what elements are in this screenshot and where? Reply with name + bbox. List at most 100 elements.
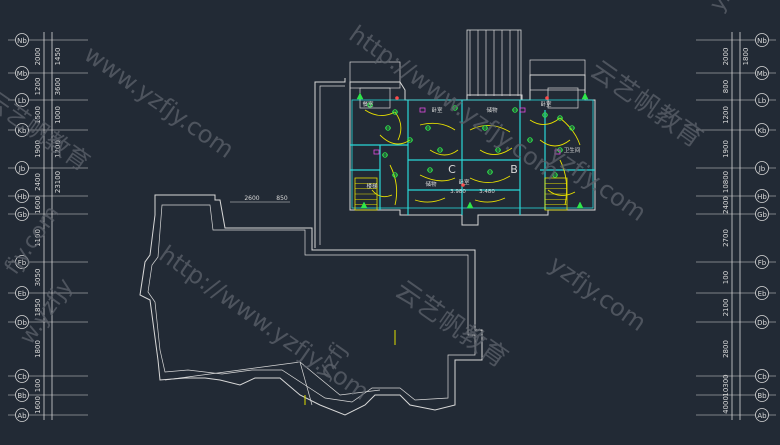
dimension-label: 2000: [722, 48, 730, 66]
wiring-curve: [559, 159, 568, 206]
wiring-curve: [547, 189, 576, 196]
power-outlet: [581, 92, 589, 100]
axis-bubble: [15, 66, 29, 80]
switch-marker: [419, 107, 426, 113]
dimension-label: 1200: [722, 106, 730, 124]
axis-bubble: [15, 33, 29, 47]
axis-bubble: [15, 93, 29, 107]
axis-bubble: [15, 255, 29, 269]
room-label: 卧室: [431, 106, 443, 114]
upper-frame-inner: [319, 85, 345, 245]
dimension-label: 4000: [722, 396, 730, 414]
dimension-label: 100: [34, 379, 42, 392]
dimension-label: 1100: [34, 229, 42, 247]
axis-label: Ab: [757, 412, 767, 420]
room-label: 卧室: [458, 178, 470, 186]
wiring-curve: [479, 147, 513, 155]
room-label: 卫生间: [564, 146, 581, 154]
axis-bubble: [755, 286, 769, 300]
dimension-label: 1200: [54, 140, 62, 158]
unit-letter: B: [510, 163, 518, 176]
wiring-curve: [371, 189, 393, 198]
axis-label: Cb: [17, 373, 27, 381]
axis-label: Eb: [18, 290, 27, 298]
axis-label: Hb: [17, 193, 27, 201]
right-axis-ruler: NbMbLbKbJbHbGbFbEbDbCbBbAb20008001200190…: [696, 32, 776, 422]
dimension-label: 1500: [34, 106, 42, 124]
axis-label: Nb: [757, 37, 767, 45]
room-label: 储物: [486, 106, 498, 114]
axis-bubble: [755, 369, 769, 383]
axis-label: Eb: [758, 290, 767, 298]
dimension-label: 2700: [722, 229, 730, 247]
axis-bubble: [755, 388, 769, 402]
axis-label: Db: [757, 319, 767, 327]
roof-bay: [529, 59, 586, 91]
axis-label: Fb: [18, 259, 27, 267]
axis-bubble: [15, 207, 29, 221]
dimension-label: 1850: [34, 299, 42, 317]
lower-floor-inner-outline: [147, 204, 476, 403]
axis-label: Lb: [758, 97, 767, 105]
axis-label: Jb: [18, 165, 26, 173]
wiring-curve: [389, 164, 398, 206]
dimension-label: 2000: [34, 48, 42, 66]
dimension-label: 800: [722, 80, 730, 93]
dimension-label: 1600: [34, 196, 42, 214]
dimension-label: 100: [722, 271, 730, 284]
panel-marker: [395, 96, 399, 100]
dimension-label: 1800: [742, 48, 750, 66]
axis-bubble: [15, 408, 29, 422]
dimension-label: 3600: [54, 78, 62, 96]
dimension-label: 10800: [722, 171, 730, 193]
axis-bubble: [15, 189, 29, 203]
plan-dim-label: 850: [276, 195, 288, 202]
axis-bubble: [755, 93, 769, 107]
axis-bubble: [15, 161, 29, 175]
dimension-label: 3050: [34, 269, 42, 287]
axis-label: Fb: [758, 259, 767, 267]
room-label: 餐室: [362, 100, 374, 108]
dimension-label: 1000: [54, 106, 62, 124]
room-label: 楼梯: [366, 182, 378, 190]
axis-bubble: [755, 255, 769, 269]
axis-label: Nb: [17, 37, 27, 45]
axis-label: Mb: [17, 70, 28, 78]
wiring-curve: [469, 125, 511, 133]
axis-label: Kb: [757, 127, 767, 135]
dimension-label: 1450: [54, 48, 62, 66]
dimension-label: 1600: [34, 396, 42, 414]
axis-label: Jb: [758, 165, 766, 173]
dimension-label: 2800: [722, 340, 730, 358]
axis-bubble: [15, 369, 29, 383]
wiring-curve: [414, 197, 446, 203]
axis-bubble: [755, 207, 769, 221]
axis-label: Kb: [17, 127, 27, 135]
dimension-label: 23100: [54, 171, 62, 193]
axis-label: Bb: [757, 392, 767, 400]
axis-bubble: [15, 315, 29, 329]
switch-marker: [519, 107, 526, 113]
axis-label: Hb: [757, 193, 767, 201]
axis-label: Mb: [757, 70, 768, 78]
switch-marker: [373, 149, 380, 155]
unit-letter: C: [448, 163, 456, 176]
axis-bubble: [755, 66, 769, 80]
dimension-label: 2400: [34, 173, 42, 191]
wiring-curve: [429, 149, 459, 156]
power-outlet: [356, 92, 364, 100]
dimension-label: 2400: [722, 196, 730, 214]
power-outlet: [360, 201, 368, 209]
level-label: 3.480: [479, 189, 495, 195]
axis-label: Db: [17, 319, 27, 327]
roof-ridge: [164, 361, 381, 396]
wiring-curve: [474, 197, 506, 203]
wiring-curve: [394, 111, 402, 141]
wiring-curve: [469, 175, 511, 183]
axis-label: Gb: [757, 211, 767, 219]
axis-label: Ab: [17, 412, 27, 420]
